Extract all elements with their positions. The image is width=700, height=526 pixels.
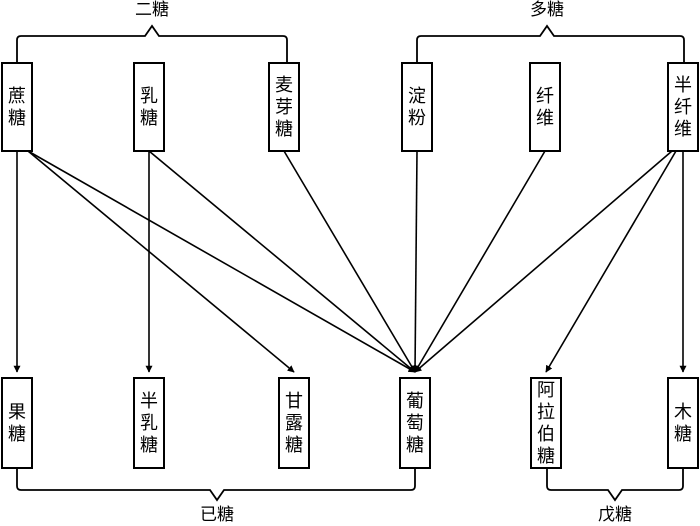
box-maltose-char-0: 麦 — [275, 75, 293, 96]
box-glucose-frame — [399, 377, 431, 469]
box-galactose-char-2: 糖 — [140, 435, 158, 456]
box-cellulose-char-1: 维 — [536, 108, 554, 129]
box-cellulose-char-0: 纤 — [536, 86, 554, 107]
box-hemicellulose-char-2: 维 — [674, 119, 692, 140]
box-hemicellulose-char-1: 纤 — [674, 97, 692, 118]
polysaccharides-label: 多糖 — [530, 0, 564, 20]
box-mannose-char-2: 糖 — [285, 435, 303, 456]
box-glucose-char-0: 葡 — [406, 391, 424, 412]
disaccharides-label: 二糖 — [135, 0, 169, 20]
box-maltose-frame — [268, 62, 300, 152]
box-lactose: 乳糖 — [133, 62, 165, 152]
box-xylose-char-0: 木 — [674, 402, 692, 423]
box-xylose-char-1: 糖 — [674, 424, 692, 445]
arrow-sucrose-to-glucose — [27, 150, 416, 373]
box-glucose-char-2: 糖 — [406, 435, 424, 456]
box-arabinose-char-2: 伯 — [537, 424, 555, 445]
box-lactose-char-1: 糖 — [140, 108, 158, 129]
box-arabinose-char-0: 阿 — [537, 380, 555, 401]
box-starch-frame — [401, 62, 433, 152]
disaccharides-brace — [16, 24, 288, 63]
box-fructose-frame — [1, 377, 33, 469]
box-xylose: 木糖 — [667, 377, 699, 469]
arrow-maltose-to-glucose — [283, 150, 416, 373]
box-arabinose-frame — [530, 377, 562, 469]
box-cellulose: 纤维 — [529, 62, 561, 152]
box-xylose-frame — [667, 377, 699, 469]
box-galactose-char-1: 乳 — [140, 413, 158, 434]
box-galactose-char-0: 半 — [140, 391, 158, 412]
hexoses-label: 已糖 — [200, 505, 234, 525]
box-sucrose: 蔗糖 — [1, 62, 33, 152]
box-hemicellulose-char-0: 半 — [674, 75, 692, 96]
arrow-hemicellulose-to-arabinose — [545, 150, 677, 373]
box-fructose-char-0: 果 — [8, 402, 26, 423]
box-maltose: 麦芽糖 — [268, 62, 300, 152]
box-lactose-frame — [133, 62, 165, 152]
box-mannose-char-1: 露 — [285, 413, 303, 434]
box-glucose-char-1: 萄 — [406, 413, 424, 434]
box-hemicellulose-frame — [667, 62, 699, 152]
box-hemicellulose: 半纤维 — [667, 62, 699, 152]
polysaccharides-brace — [416, 24, 685, 63]
box-sucrose-frame — [1, 62, 33, 152]
hexoses-brace — [16, 468, 416, 502]
box-galactose: 半乳糖 — [133, 377, 165, 469]
box-maltose-char-1: 芽 — [275, 97, 293, 118]
box-cellulose-frame — [529, 62, 561, 152]
box-fructose-char-1: 糖 — [8, 424, 26, 445]
box-maltose-char-2: 糖 — [275, 119, 293, 140]
box-starch-char-0: 淀 — [408, 86, 426, 107]
box-mannose-frame — [278, 377, 310, 469]
arrow-lactose-to-glucose — [148, 150, 416, 373]
box-glucose: 葡萄糖 — [399, 377, 431, 469]
box-galactose-frame — [133, 377, 165, 469]
box-arabinose-char-1: 拉 — [537, 402, 555, 423]
box-lactose-char-0: 乳 — [140, 86, 158, 107]
arrow-cellulose-to-glucose — [414, 150, 546, 373]
arrow-hemicellulose-to-glucose — [414, 150, 673, 373]
arrow-sucrose-to-mannose — [27, 150, 295, 373]
box-mannose: 甘露糖 — [278, 377, 310, 469]
box-starch: 淀粉 — [401, 62, 433, 152]
box-mannose-char-0: 甘 — [285, 391, 303, 412]
box-fructose: 果糖 — [1, 377, 33, 469]
box-starch-char-1: 粉 — [408, 108, 426, 129]
arrow-starch-to-glucose — [411, 150, 419, 373]
box-sucrose-char-1: 糖 — [8, 108, 26, 129]
pentoses-label: 戊糖 — [598, 505, 632, 525]
box-arabinose-char-3: 糖 — [537, 446, 555, 467]
box-sucrose-char-0: 蔗 — [8, 86, 26, 107]
arrows-layer — [13, 150, 687, 373]
pentoses-brace — [546, 468, 684, 502]
